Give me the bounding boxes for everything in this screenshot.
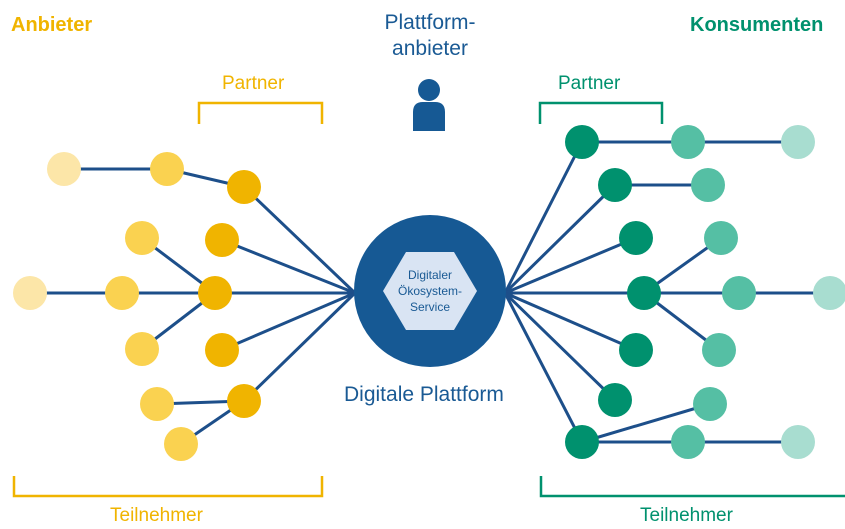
provider-nodes	[13, 152, 261, 461]
consumer-title: Konsumenten	[690, 14, 824, 36]
service-hexagon	[383, 252, 477, 330]
provider-node	[47, 152, 81, 186]
consumer-node	[671, 425, 705, 459]
consumer-node	[627, 276, 661, 310]
consumer-node	[598, 383, 632, 417]
provider-node	[150, 152, 184, 186]
partner-left-bracket	[197, 101, 324, 124]
consumer-node	[781, 125, 815, 159]
provider-node	[198, 276, 232, 310]
platform-operator-label: Plattform- anbieter	[366, 10, 494, 62]
service-line3: Service	[409, 300, 450, 314]
consumer-node	[565, 425, 599, 459]
platform-label: Digitale Plattform	[344, 383, 504, 406]
provider-node	[105, 276, 139, 310]
consumer-node	[722, 276, 756, 310]
service-label: Digitaler Ökosystem- Service	[384, 267, 476, 315]
provider-node	[227, 384, 261, 418]
platform-operator-line1: Plattform-	[384, 11, 476, 34]
consumer-node	[598, 168, 632, 202]
provider-node	[227, 170, 261, 204]
consumer-node	[619, 333, 653, 367]
provider-title: Anbieter	[11, 14, 93, 36]
consumer-node	[813, 276, 845, 310]
consumer-node	[693, 387, 727, 421]
provider-node	[205, 333, 239, 367]
provider-node	[205, 223, 239, 257]
consumer-node	[704, 221, 738, 255]
provider-node	[125, 332, 159, 366]
person-icon	[413, 79, 445, 131]
partner-right-bracket	[538, 101, 664, 124]
service-line2: Ökosystem-	[397, 284, 462, 298]
provider-node	[125, 221, 159, 255]
consumer-nodes	[565, 125, 845, 459]
provider-node	[164, 427, 198, 461]
platform-operator-line2: anbieter	[392, 37, 468, 60]
participants-left-label: Teilnehmer	[110, 505, 203, 526]
participants-right-bracket	[539, 476, 845, 498]
consumer-node	[691, 168, 725, 202]
partner-left-label: Partner	[222, 73, 285, 94]
service-line1: Digitaler	[407, 268, 452, 282]
provider-node	[140, 387, 174, 421]
participants-left-bracket	[12, 476, 324, 498]
consumer-node	[781, 425, 815, 459]
partner-right-label: Partner	[558, 73, 621, 94]
provider-node	[13, 276, 47, 310]
consumer-node	[619, 221, 653, 255]
consumer-node	[702, 333, 736, 367]
consumer-node	[671, 125, 705, 159]
participants-right-label: Teilnehmer	[640, 505, 733, 526]
consumer-node	[565, 125, 599, 159]
